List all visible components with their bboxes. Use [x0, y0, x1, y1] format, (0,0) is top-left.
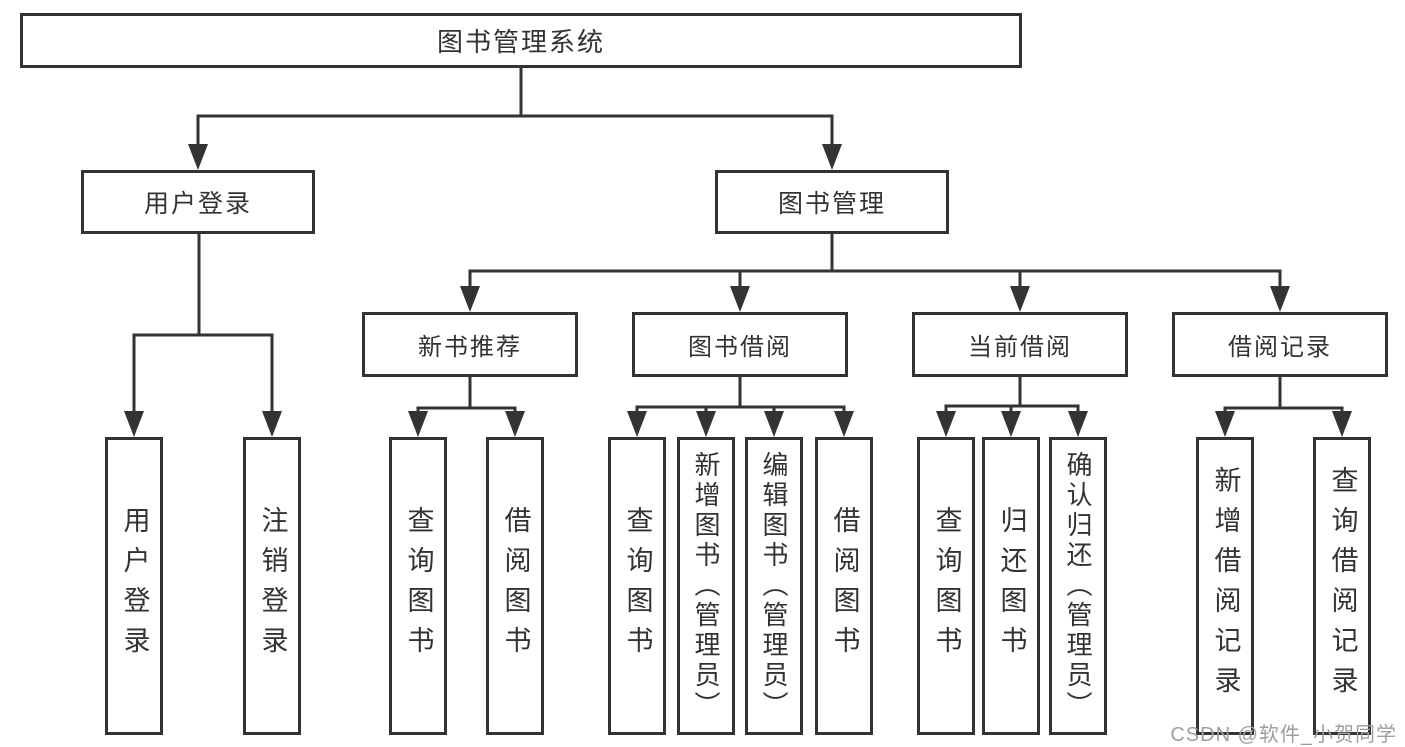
arrowhead-icons	[124, 144, 1352, 437]
node-label: 查询图书	[622, 506, 653, 666]
node-label: 查询借阅记录	[1327, 466, 1358, 706]
watermark-text: CSDN @软件_小贺同学	[1170, 724, 1397, 746]
leaf-query-books-newrec: 查询图书	[389, 437, 447, 735]
node-label: 借阅记录	[1228, 334, 1332, 361]
leaf-edit-book-admin: 编辑图书（管理员）	[745, 437, 803, 735]
leaf-confirm-return-admin: 确认归还（管理员）	[1049, 437, 1107, 735]
node-label: 新增借阅记录	[1210, 466, 1241, 706]
node-label: 确认归还（管理员）	[1063, 451, 1093, 721]
node-label: 当前借阅	[968, 334, 1072, 361]
node-label: 图书管理	[777, 190, 886, 218]
leaf-borrow-books-newrec: 借阅图书	[486, 437, 544, 735]
node-label: 查询图书	[403, 506, 434, 666]
node-book-borrow: 图书借阅	[632, 312, 848, 377]
leaf-add-book-admin: 新增图书（管理员）	[677, 437, 735, 735]
node-root: 图书管理系统	[20, 13, 1022, 68]
leaf-query-borrow-record: 查询借阅记录	[1313, 437, 1371, 735]
leaf-user-login: 用户登录	[105, 437, 163, 735]
leaf-query-books-current: 查询图书	[917, 437, 975, 735]
leaf-borrow-books: 借阅图书	[815, 437, 873, 735]
node-label: 查询图书	[931, 506, 962, 666]
node-current-borrow: 当前借阅	[912, 312, 1128, 377]
tree-edges	[132, 66, 1344, 417]
node-label: 归还图书	[996, 506, 1027, 666]
node-label: 图书借阅	[688, 334, 792, 361]
leaf-query-books-borrow: 查询图书	[608, 437, 666, 735]
node-new-book-recommend: 新书推荐	[362, 312, 578, 377]
node-label: 用户登录	[119, 506, 150, 666]
node-book-management: 图书管理	[715, 170, 949, 234]
node-label: 用户登录	[143, 190, 252, 218]
node-label: 新增图书（管理员）	[691, 451, 721, 721]
leaf-logout: 注销登录	[243, 437, 301, 735]
leaf-return-book: 归还图书	[982, 437, 1040, 735]
node-label: 借阅图书	[500, 506, 531, 666]
leaf-add-borrow-record: 新增借阅记录	[1196, 437, 1254, 735]
node-label: 注销登录	[257, 506, 288, 666]
node-label: 新书推荐	[418, 334, 522, 361]
node-label: 图书管理系统	[436, 27, 605, 57]
node-user-login: 用户登录	[81, 170, 315, 234]
node-label: 编辑图书（管理员）	[759, 451, 789, 721]
node-borrow-records: 借阅记录	[1172, 312, 1388, 377]
node-label: 借阅图书	[829, 506, 860, 666]
